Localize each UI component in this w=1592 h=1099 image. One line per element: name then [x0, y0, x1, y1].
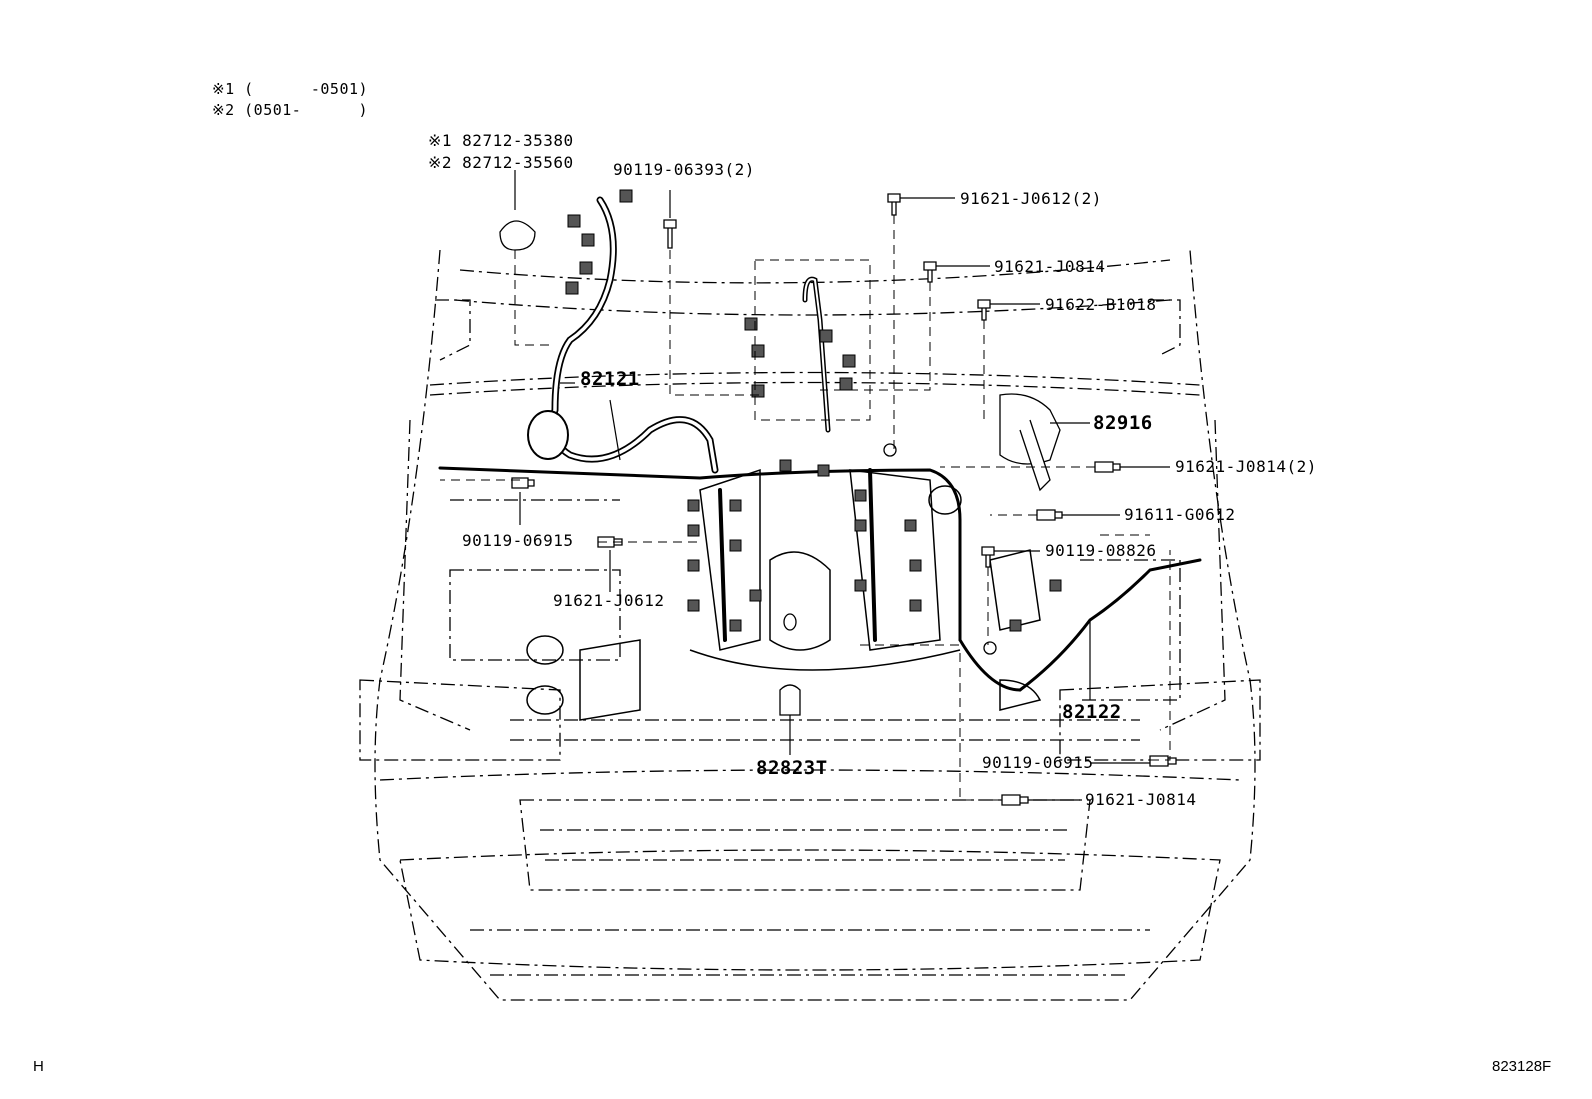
part-label-91621-J0814-bottom[interactable]: 91621-J0814 [1085, 790, 1197, 809]
part-label-91622-B1018[interactable]: 91622-B1018 [1045, 295, 1157, 314]
radiator-support [359, 679, 561, 761]
right-strut [1150, 299, 1181, 356]
bolt-icon [1001, 794, 1029, 806]
grille-frame [519, 799, 1091, 891]
part-label-91611-G0612[interactable]: 91611-G0612 [1124, 505, 1236, 524]
body-outline [374, 249, 1256, 1001]
corner-code-left: H [33, 1058, 44, 1075]
bolt-icon [597, 536, 623, 548]
part-label-90119-06915-left[interactable]: 90119-06915 [462, 531, 574, 550]
hood-opening [459, 259, 1171, 284]
part-label-82823T[interactable]: 82823T [756, 757, 828, 779]
harness-right-bank [868, 468, 877, 642]
part-label-90119-06393[interactable]: 90119-06393(2) [613, 160, 755, 179]
bolt-icon [1036, 509, 1063, 521]
part-label-82916[interactable]: 82916 [1093, 412, 1153, 434]
legend-note-1: ※1 ( -0501) [212, 82, 368, 97]
part-label-82122[interactable]: 82122 [1062, 701, 1122, 723]
right-bay [1080, 559, 1181, 701]
bolt-icon [887, 193, 901, 216]
bolt-icon [977, 299, 991, 321]
fender-left [399, 419, 471, 731]
part-label-82121[interactable]: 82121 [580, 368, 640, 390]
part-label-90119-06915-right[interactable]: 90119-06915 [982, 753, 1094, 772]
grommet-icon [499, 220, 536, 251]
harness-top-loop [802, 276, 831, 433]
harness-cross-wire [438, 466, 962, 642]
connector-icon [779, 684, 801, 716]
part-label-91621-J0612[interactable]: 91621-J0612 [553, 591, 665, 610]
harness-left-bank [718, 488, 727, 642]
filler-cap [928, 485, 962, 515]
part-label-82712-35380[interactable]: ※1 82712-35380 [428, 131, 574, 150]
bolt-icon [923, 261, 937, 283]
legend-range: ( -0501) [244, 80, 369, 98]
part-label-90119-08826[interactable]: 90119-08826 [1045, 541, 1157, 560]
bolt-icon [1094, 461, 1121, 473]
bolt-icon [1149, 755, 1177, 767]
legend-range: (0501- ) [244, 101, 369, 119]
part-label-91621-J0814[interactable]: 91621-J0814 [994, 257, 1106, 276]
bumper [399, 849, 1221, 971]
diagram-code: 823128F [1492, 1058, 1552, 1075]
oil-cap [526, 635, 564, 665]
battery-area [449, 569, 621, 661]
harness-lower-right-wire [1018, 558, 1202, 692]
part-label-91621-J0814-2[interactable]: 91621-J0814(2) [1175, 457, 1317, 476]
throttle-body [769, 551, 831, 651]
bumper-top [379, 769, 1241, 781]
left-strut [435, 299, 471, 361]
legend-mark: ※2 [212, 101, 235, 119]
fender-right [1159, 419, 1226, 731]
bolt-icon [663, 219, 677, 249]
legend-note-2: ※2 (0501- ) [212, 103, 368, 118]
harness-grommet [527, 410, 569, 460]
part-label-82712-35560[interactable]: ※2 82712-35560 [428, 153, 574, 172]
legend-mark: ※1 [212, 80, 235, 98]
part-label-91621-J0612-2[interactable]: 91621-J0612(2) [960, 189, 1102, 208]
bolt-icon [981, 546, 995, 568]
